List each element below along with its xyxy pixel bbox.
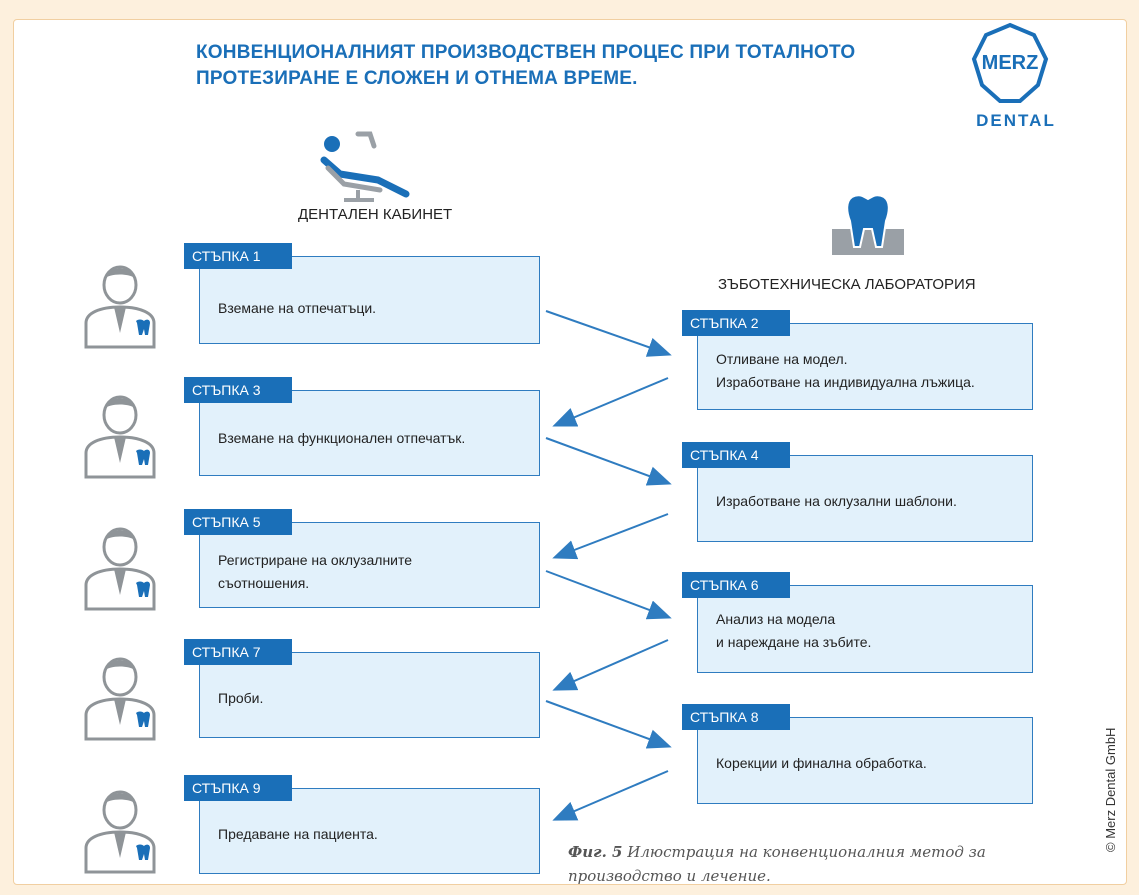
figure-caption-text: Илюстрация на конвенционалния метод за п…	[568, 843, 986, 885]
step-box-4: СТЪПКА 4 Изработване на оклузални шаблон…	[682, 442, 1033, 542]
step-box-6: СТЪПКА 6 Анализ на модела и нареждане на…	[682, 572, 1033, 673]
tooth-icon	[832, 194, 904, 255]
step-box-1: СТЪПКА 1 Вземане на отпечатъци.	[184, 243, 540, 344]
figure-caption: Фиг. 5 Илюстрация на конвенционалния мет…	[568, 840, 1038, 888]
step-label: СТЪПКА 8	[682, 704, 790, 730]
column-label-office: ДЕНТАЛЕН КАБИНЕТ	[298, 206, 453, 223]
step-text-line: Вземане на отпечатъци.	[218, 300, 377, 316]
step-label: СТЪПКА 2	[682, 310, 790, 336]
step-label: СТЪПКА 5	[184, 509, 292, 535]
step-text-line: Предаване на пациента.	[218, 826, 378, 842]
step-text-line: Вземане на функционален отпечатък.	[218, 430, 466, 446]
step-text-line: Отливане на модел.	[716, 351, 848, 367]
title-line-2: ПРОТЕЗИРАНЕ Е СЛОЖЕН И ОТНЕМА ВРЕМЕ.	[196, 68, 638, 89]
page-title: КОНВЕНЦИОНАЛНИЯТ ПРОИЗВОДСТВЕН ПРОЦЕС ПР…	[196, 40, 896, 92]
step-text: Регистриране на оклузалните съотношения.	[218, 549, 529, 595]
dentist-icon	[84, 527, 156, 611]
step-text-line: Изработване на индивидуална лъжица.	[716, 374, 975, 390]
step-text: Вземане на отпечатъци.	[218, 297, 529, 320]
dentist-icon	[84, 395, 156, 479]
step-text: Отливане на модел. Изработване на индиви…	[716, 348, 1022, 394]
step-label: СТЪПКА 9	[184, 775, 292, 801]
step-label: СТЪПКА 6	[682, 572, 790, 598]
copyright-notice: © Merz Dental GmbH	[1103, 727, 1118, 852]
step-text-line: и нареждане на зъбите.	[716, 634, 872, 650]
step-label: СТЪПКА 1	[184, 243, 292, 269]
step-box-8: СТЪПКА 8 Корекции и финална обработка.	[682, 704, 1033, 804]
figure-number: Фиг. 5	[568, 843, 623, 861]
merz-logo	[971, 22, 1049, 103]
step-box-3: СТЪПКА 3 Вземане на функционален отпечат…	[184, 377, 540, 476]
step-text: Анализ на модела и нареждане на зъбите.	[716, 608, 1022, 654]
step-box-7: СТЪПКА 7 Проби.	[184, 639, 540, 738]
step-text-line: Корекции и финална обработка.	[716, 755, 927, 771]
step-text: Вземане на функционален отпечатък.	[218, 427, 529, 450]
step-box-2: СТЪПКА 2 Отливане на модел. Изработване …	[682, 310, 1033, 410]
step-label: СТЪПКА 4	[682, 442, 790, 468]
step-text-line: съотношения.	[218, 575, 310, 591]
dentist-icon	[84, 265, 156, 349]
step-text-line: Анализ на модела	[716, 611, 836, 627]
logo-text-merz: MERZ	[981, 52, 1039, 74]
step-text: Проби.	[218, 687, 529, 710]
step-label: СТЪПКА 7	[184, 639, 292, 665]
step-box-9: СТЪПКА 9 Предаване на пациента.	[184, 775, 540, 874]
step-text: Изработване на оклузални шаблони.	[716, 490, 1022, 513]
dental-chair-icon	[320, 131, 410, 202]
dentist-icon	[84, 790, 156, 874]
step-text: Предаване на пациента.	[218, 823, 529, 846]
column-label-lab: ЗЪБОТЕХНИЧЕСКА ЛАБОРАТОРИЯ	[718, 276, 976, 293]
step-text-line: Изработване на оклузални шаблони.	[716, 493, 957, 509]
logo-text-dental: DENTAL	[976, 111, 1056, 130]
step-label: СТЪПКА 3	[184, 377, 292, 403]
title-line-1: КОНВЕНЦИОНАЛНИЯТ ПРОИЗВОДСТВЕН ПРОЦЕС ПР…	[196, 42, 856, 63]
step-box-5: СТЪПКА 5 Регистриране на оклузалните съо…	[184, 509, 540, 608]
step-text: Корекции и финална обработка.	[716, 752, 1022, 775]
step-text-line: Регистриране на оклузалните	[218, 552, 413, 568]
step-text-line: Проби.	[218, 690, 264, 706]
dentist-icon	[84, 657, 156, 741]
